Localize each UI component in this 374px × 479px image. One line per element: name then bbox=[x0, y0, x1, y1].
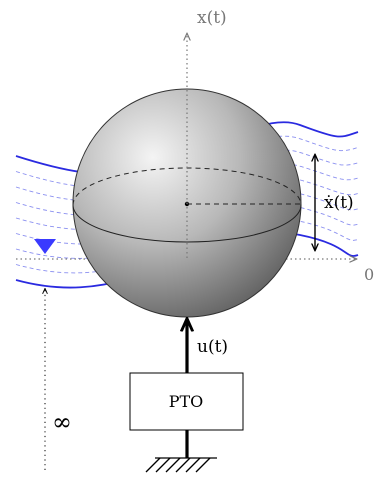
infinity-label: ∞ bbox=[52, 408, 72, 436]
triangle-down-icon bbox=[34, 239, 56, 254]
pto-box bbox=[129, 372, 244, 431]
control-force-label: u(t) bbox=[197, 337, 228, 357]
sphere-equator-back bbox=[72, 167, 302, 206]
origin-label: 0 bbox=[364, 265, 374, 284]
velocity-label: ẋ(t) bbox=[324, 193, 354, 213]
pto-label: PTO bbox=[169, 392, 204, 411]
ground-hatch-icon bbox=[145, 457, 217, 473]
sphere-equator-front bbox=[72, 204, 302, 243]
x-axis-label: x(t) bbox=[197, 8, 227, 28]
